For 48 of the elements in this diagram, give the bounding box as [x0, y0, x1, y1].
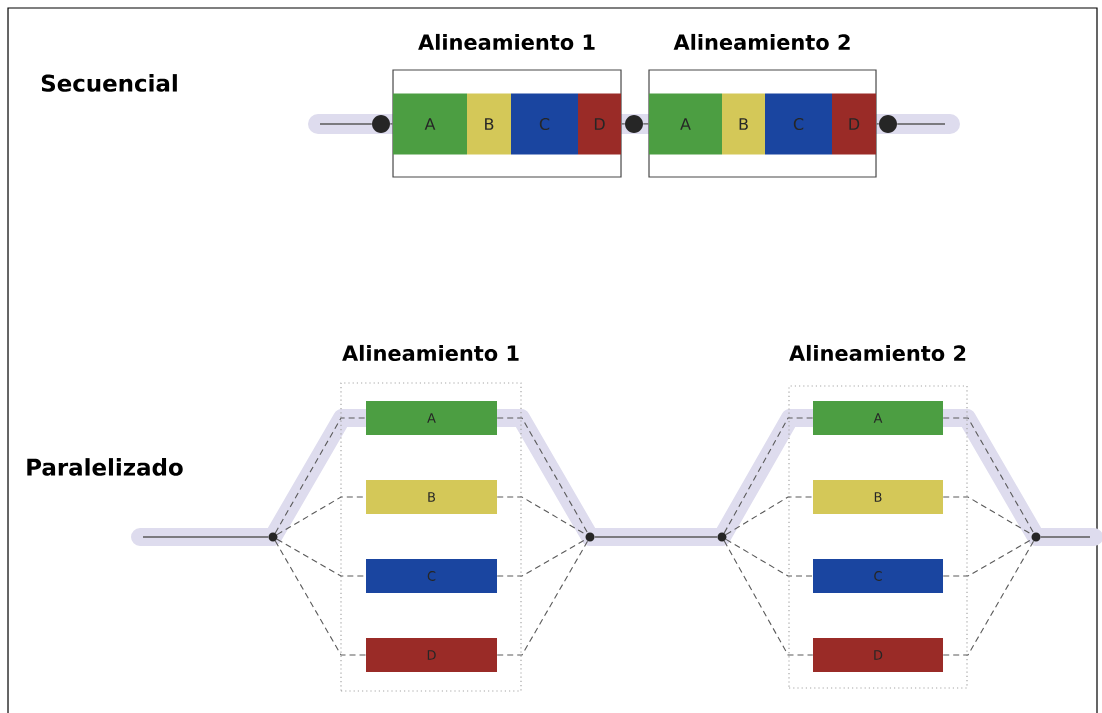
task-bar: B [813, 480, 943, 514]
connector-line [496, 538, 587, 577]
node-label: Alineamiento 1 [418, 33, 595, 51]
connector-line [723, 540, 814, 656]
segment-block: B [467, 93, 511, 155]
node-label: Alineamiento 2 [673, 33, 850, 51]
connector-line [725, 538, 814, 577]
node-label: Alineamiento 2 [789, 344, 966, 362]
segment-block: D [832, 93, 876, 155]
segment-block: A [393, 93, 467, 155]
segment-block: D [578, 93, 621, 155]
connector-line [723, 417, 814, 534]
junction-dot [372, 115, 390, 133]
task-bar: A [813, 401, 943, 435]
task-bar: D [813, 638, 943, 672]
connector-line [274, 417, 367, 534]
segment-block: C [765, 93, 832, 155]
connector-line [725, 496, 814, 536]
segment-block: A [649, 93, 722, 155]
connector-line [319, 123, 373, 125]
connector-line [942, 417, 1035, 534]
junction-dot [625, 115, 643, 133]
section-label: Secuencial [41, 74, 177, 92]
task-bar: C [813, 559, 943, 593]
connector-line [620, 123, 626, 125]
connector-line [274, 540, 367, 656]
segment-block: B [722, 93, 765, 155]
task-bar: C [366, 559, 497, 593]
task-bar: D [366, 638, 497, 672]
junction-dot [879, 115, 897, 133]
section-label: Paralelizado [27, 458, 183, 476]
connector-line [1040, 536, 1091, 538]
connector-line [942, 540, 1035, 656]
node-label: Alineamiento 1 [342, 344, 519, 362]
connector-line [942, 496, 1033, 536]
connector-line [594, 536, 718, 538]
connector-line [142, 536, 269, 538]
segment-block: C [511, 93, 578, 155]
task-bar: B [366, 480, 497, 514]
task-bar: A [366, 401, 497, 435]
connector-line [389, 123, 394, 125]
connector-line [875, 123, 880, 125]
connector-line [496, 540, 589, 656]
connector-line [942, 538, 1033, 577]
connector-line [496, 496, 587, 536]
connector-line [496, 417, 589, 534]
connector-line [642, 123, 650, 125]
connector-line [896, 123, 946, 125]
